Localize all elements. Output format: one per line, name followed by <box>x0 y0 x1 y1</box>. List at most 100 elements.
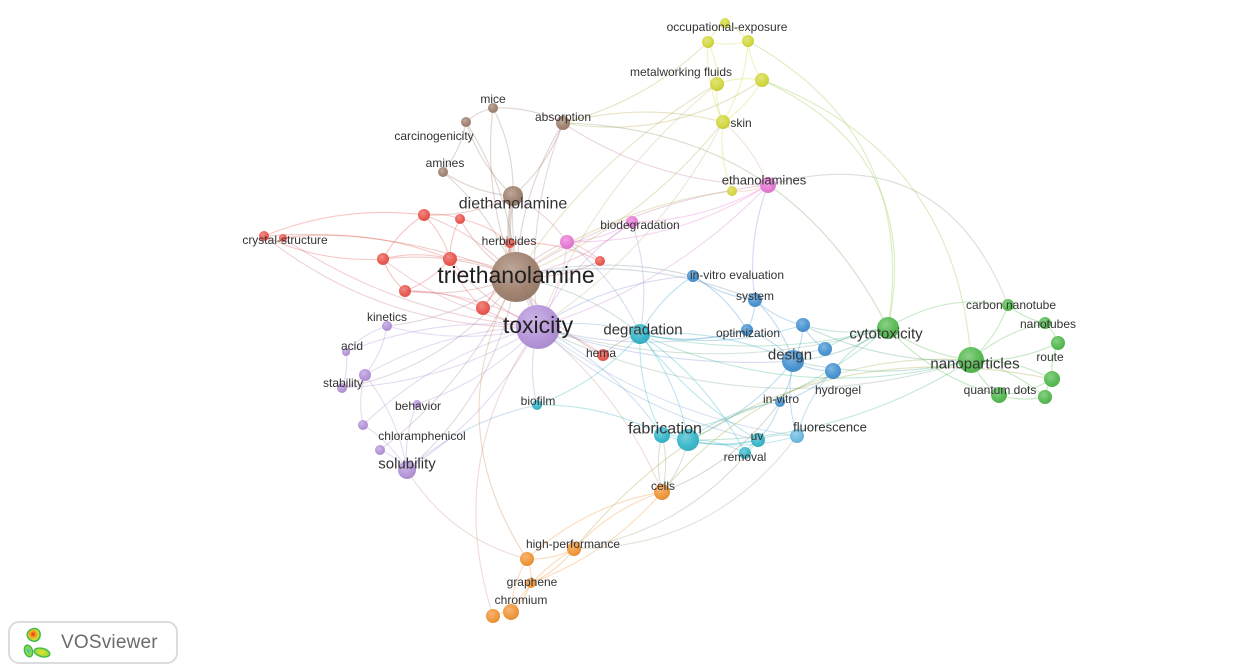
node-label-graphene: graphene <box>507 575 558 589</box>
edge-c1-g2 <box>639 333 972 379</box>
node-nanoparticles[interactable] <box>958 347 984 373</box>
node-mice[interactable] <box>488 103 498 113</box>
node-diethanolamine[interactable] <box>503 186 523 206</box>
node-design[interactable] <box>782 350 804 372</box>
node-label-herbicides: herbicides <box>482 234 537 248</box>
node-y3[interactable] <box>742 35 754 47</box>
edge-c1-c3 <box>639 333 663 436</box>
node-label-biofilm: biofilm <box>521 394 556 408</box>
edge-g2-o1 <box>661 358 972 493</box>
edge-u1-g1 <box>537 326 889 355</box>
node-amines[interactable] <box>438 167 448 177</box>
node-g6[interactable] <box>1044 371 1060 387</box>
node-chloramphenicol[interactable] <box>358 420 368 430</box>
node-r4[interactable] <box>455 214 465 224</box>
node-acid[interactable] <box>342 348 350 356</box>
edge-o1-o2 <box>526 491 663 560</box>
node-label-stability: stability <box>323 376 363 390</box>
node-label-uv: uv <box>751 429 764 443</box>
node-absorption[interactable] <box>556 116 570 130</box>
node-d5[interactable] <box>818 342 832 356</box>
node-uv[interactable] <box>751 433 765 447</box>
node-o2[interactable] <box>520 552 534 566</box>
node-r2[interactable] <box>279 234 287 242</box>
node-hydrogel[interactable] <box>825 363 841 379</box>
node-optimization[interactable] <box>741 324 753 336</box>
node-in-vitro[interactable] <box>775 397 785 407</box>
node-label-occupational-exposure: occupational-exposure <box>667 20 788 34</box>
edge-y4-b6 <box>515 83 718 278</box>
node-p1[interactable] <box>560 235 574 249</box>
node-r6[interactable] <box>443 252 457 266</box>
node-y5[interactable] <box>755 73 769 87</box>
node-high-performance[interactable] <box>567 542 581 556</box>
node-c4[interactable] <box>677 429 699 451</box>
vosviewer-logo-button[interactable]: VOSviewer <box>8 621 178 664</box>
edge-u1-u8 <box>406 326 539 471</box>
node-r7[interactable] <box>399 285 411 297</box>
edge-o1-o3 <box>573 491 663 550</box>
node-label-optimization: optimization <box>716 326 780 340</box>
node-u5[interactable] <box>359 369 371 381</box>
node-biodegradation[interactable] <box>626 216 638 228</box>
node-label-design: design <box>768 347 812 364</box>
node-graphene[interactable] <box>526 578 536 588</box>
node-chromium[interactable] <box>503 604 519 620</box>
edge-o3-o5 <box>510 548 575 613</box>
node-skin[interactable] <box>716 115 730 129</box>
node-carcinogenicity[interactable] <box>461 117 471 127</box>
node-degradation[interactable] <box>630 324 650 344</box>
node-o6[interactable] <box>486 609 500 623</box>
edge-c1-d3 <box>639 329 748 340</box>
node-crystal-structure[interactable] <box>259 231 269 241</box>
node-g8[interactable] <box>1038 390 1052 404</box>
edge-r7-r8 <box>404 290 484 309</box>
node-kinetics[interactable] <box>382 321 392 331</box>
node-solubility[interactable] <box>398 461 416 479</box>
node-cells[interactable] <box>654 484 670 500</box>
edge-p2-c1 <box>631 221 645 335</box>
edge-o3-l1 <box>573 435 798 550</box>
node-nanotubes[interactable] <box>1039 317 1051 329</box>
node-herbicides[interactable] <box>505 238 515 248</box>
node-ethanolamines[interactable] <box>760 177 776 193</box>
edge-c4-g2 <box>687 359 972 441</box>
node-route[interactable] <box>1051 336 1065 350</box>
node-biofilm[interactable] <box>532 400 542 410</box>
node-label-removal: removal <box>724 450 767 464</box>
node-fluorescence[interactable] <box>790 429 804 443</box>
node-behavior[interactable] <box>413 400 421 408</box>
node-in-vitro-evaluation[interactable] <box>687 270 699 282</box>
node-triethanolamine[interactable] <box>491 252 541 302</box>
node-stability[interactable] <box>337 383 347 393</box>
node-cytotoxicity[interactable] <box>877 317 899 339</box>
node-removal[interactable] <box>739 447 751 459</box>
edge-g2-d4 <box>802 324 972 361</box>
node-u9[interactable] <box>375 445 385 455</box>
edge-u1-u3 <box>345 323 539 353</box>
node-quantum-dots[interactable] <box>991 387 1007 403</box>
node-d4[interactable] <box>796 318 810 332</box>
edge-c1-c2 <box>536 333 641 406</box>
node-metalworking-fluids[interactable] <box>710 77 724 91</box>
node-r10[interactable] <box>595 256 605 266</box>
node-fabrication[interactable] <box>654 427 670 443</box>
node-y7[interactable] <box>727 186 737 196</box>
edge-o3-c5 <box>573 439 759 550</box>
node-carbon-nanotube[interactable] <box>1002 299 1014 311</box>
node-label-biodegradation: biodegradation <box>600 218 679 232</box>
node-label-acid: acid <box>341 339 363 353</box>
node-r3[interactable] <box>418 209 430 221</box>
edge-p3-g3 <box>767 173 1009 306</box>
edge-y2-b2 <box>562 41 709 124</box>
node-occupational-exposure[interactable] <box>720 18 730 28</box>
node-toxicity[interactable] <box>516 305 560 349</box>
node-r5[interactable] <box>377 253 389 265</box>
edge-p2-p3 <box>631 184 769 223</box>
node-r8[interactable] <box>476 301 490 315</box>
node-hema[interactable] <box>597 349 609 361</box>
node-y2[interactable] <box>702 36 714 48</box>
node-system[interactable] <box>748 293 762 307</box>
